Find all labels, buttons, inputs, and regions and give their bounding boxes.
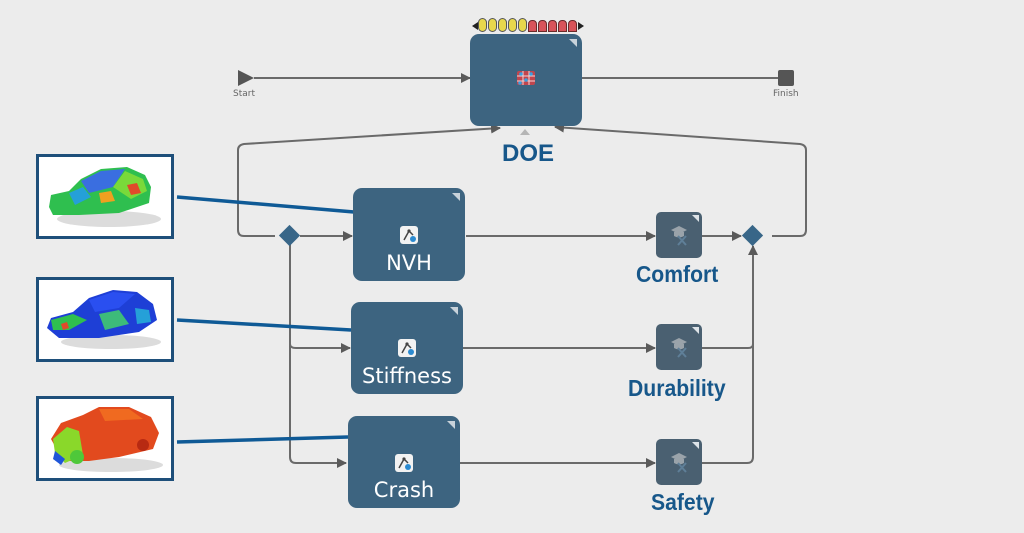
stiffness-car-model-image <box>36 277 174 362</box>
output-label-durability: Durability <box>628 375 726 401</box>
output-node-durability[interactable] <box>656 324 702 370</box>
graduation-cap-x-icon <box>671 226 687 246</box>
analysis-tool-icon <box>395 454 413 472</box>
simulation-node-stiffness[interactable]: Stiffness <box>351 302 463 394</box>
doe-output-port[interactable] <box>538 20 547 32</box>
wire-durability-merge <box>702 343 754 349</box>
link-crash-image <box>176 435 349 444</box>
simulation-label: NVH <box>386 251 432 275</box>
doe-output-port[interactable] <box>528 20 537 32</box>
doe-label: DOE <box>502 140 555 167</box>
output-label-safety: Safety <box>651 489 715 515</box>
doe-input-port[interactable] <box>518 18 527 32</box>
wire-split-trunk <box>289 244 347 468</box>
node-corner-icon <box>692 215 699 222</box>
node-corner-icon <box>447 421 455 429</box>
finish-label: Finish <box>773 89 799 99</box>
doe-output-port[interactable] <box>558 20 567 32</box>
doe-input-port[interactable] <box>488 18 497 32</box>
node-corner-icon <box>692 327 699 334</box>
wire-split-stiffness <box>289 343 351 353</box>
wire-safety-merge <box>702 245 758 464</box>
simulation-node-crash[interactable]: Crash <box>348 416 460 508</box>
doe-ports-right-arrow-icon <box>578 22 584 30</box>
crash-car-model-image <box>36 396 174 481</box>
node-corner-icon <box>450 307 458 315</box>
node-corner-icon <box>569 39 577 47</box>
start-node-icon[interactable] <box>238 70 254 86</box>
node-corner-icon <box>452 193 460 201</box>
doe-output-port[interactable] <box>568 20 577 32</box>
doe-ports-left-arrow-icon <box>472 22 478 30</box>
doe-input-port[interactable] <box>478 18 487 32</box>
simulation-label: Stiffness <box>362 364 452 388</box>
wire-loop-left <box>237 123 501 237</box>
graduation-cap-x-icon <box>671 453 687 473</box>
doe-output-port[interactable] <box>548 20 557 32</box>
link-nvh-image <box>176 195 355 214</box>
doe-port-marker <box>520 129 530 135</box>
node-corner-icon <box>692 442 699 449</box>
analysis-tool-icon <box>398 339 416 357</box>
start-label: Start <box>233 89 255 99</box>
doe-grid-icon <box>517 71 535 85</box>
link-stiffness-image <box>176 318 352 332</box>
output-label-comfort: Comfort <box>636 261 719 287</box>
doe-input-port[interactable] <box>498 18 507 32</box>
graduation-cap-x-icon <box>671 338 687 358</box>
nvh-car-model-image <box>36 154 174 239</box>
finish-node-icon[interactable] <box>778 70 794 86</box>
simulation-label: Crash <box>373 478 435 502</box>
doe-input-port[interactable] <box>508 18 517 32</box>
output-node-comfort[interactable] <box>656 212 702 258</box>
output-node-safety[interactable] <box>656 439 702 485</box>
simulation-node-nvh[interactable]: NVH <box>353 188 465 281</box>
doe-node[interactable] <box>470 34 582 126</box>
wire-loop-right <box>554 122 807 237</box>
analysis-tool-icon <box>400 226 418 244</box>
